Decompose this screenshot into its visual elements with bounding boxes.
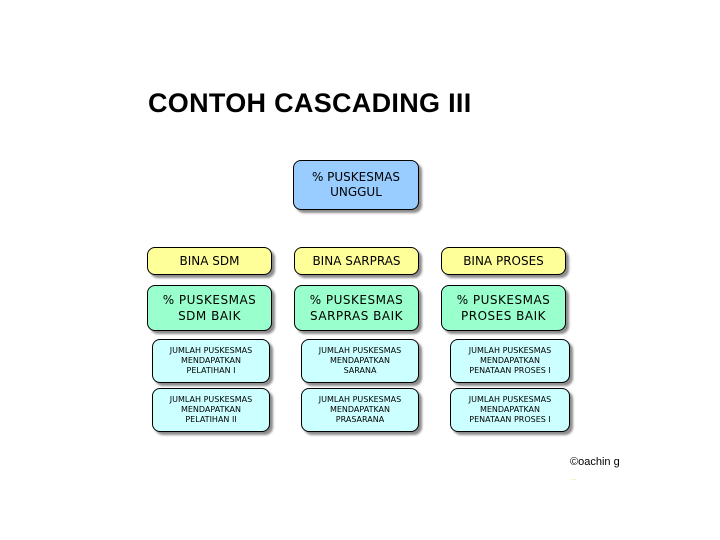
item-line: JUMLAH PUSKESMAS [169, 395, 253, 404]
header-label: BINA SDM [179, 254, 240, 268]
item-line: JUMLAH PUSKESMAS [468, 346, 552, 355]
credit-text: ©oachin g ... [570, 455, 622, 485]
item-line: MENDAPATKAN [329, 356, 391, 365]
item-line: JUMLAH PUSKESMAS [468, 395, 552, 404]
header-bina-sdm: BINA SDM [147, 247, 272, 275]
item-penataan-proses-1: JUMLAH PUSKESMAS MENDAPATKAN PENATAAN PR… [450, 339, 570, 383]
item-line: JUMLAH PUSKESMAS [318, 346, 402, 355]
item-prasarana: JUMLAH PUSKESMAS MENDAPATKAN PRASARANA [301, 388, 419, 432]
item-line: JUMLAH PUSKESMAS [169, 346, 253, 355]
item-line: MENDAPATKAN [180, 356, 242, 365]
header-bina-sarpras: BINA SARPRAS [294, 247, 419, 275]
item-line: PENATAAN PROSES I [469, 415, 551, 424]
item-penataan-proses-2: JUMLAH PUSKESMAS MENDAPATKAN PENATAAN PR… [450, 388, 570, 432]
credit-mark: ... [570, 473, 577, 482]
item-line: PRASARANA [335, 415, 385, 424]
top-goal-box: % PUSKESMAS UNGGUL [293, 160, 419, 210]
credit-label: ©oachin g [570, 456, 620, 468]
header-label: BINA PROSES [463, 254, 544, 268]
header-bina-proses: BINA PROSES [441, 247, 566, 275]
indicator-sarpras-baik: % PUSKESMAS SARPRAS BAIK [294, 285, 419, 331]
item-pelatihan-1: JUMLAH PUSKESMAS MENDAPATKAN PELATIHAN I [152, 339, 270, 383]
top-goal-line-1: % PUSKESMAS [311, 170, 401, 184]
item-pelatihan-2: JUMLAH PUSKESMAS MENDAPATKAN PELATIHAN I… [152, 388, 270, 432]
item-line: JUMLAH PUSKESMAS [318, 395, 402, 404]
header-label: BINA SARPRAS [312, 254, 401, 268]
indicator-sdm-baik: % PUSKESMAS SDM BAIK [147, 285, 272, 331]
indicator-line-1: % PUSKESMAS [456, 293, 551, 307]
item-line: PENATAAN PROSES I [469, 366, 551, 375]
item-line: MENDAPATKAN [180, 405, 242, 414]
item-line: MENDAPATKAN [479, 356, 541, 365]
item-line: MENDAPATKAN [329, 405, 391, 414]
indicator-line-1: % PUSKESMAS [162, 293, 257, 307]
indicator-proses-baik: % PUSKESMAS PROSES BAIK [441, 285, 566, 331]
indicator-line-2: SARPRAS BAIK [310, 309, 403, 323]
item-line: PELATIHAN I [186, 366, 236, 375]
item-line: PELATIHAN II [185, 415, 237, 424]
indicator-line-2: PROSES BAIK [461, 309, 546, 323]
item-line: MENDAPATKAN [479, 405, 541, 414]
slide-title: CONTOH CASCADING III [148, 88, 472, 118]
indicator-line-2: SDM BAIK [178, 309, 241, 323]
top-goal-line-2: UNGGUL [330, 185, 382, 199]
item-line: SARANA [343, 366, 377, 375]
indicator-line-1: % PUSKESMAS [309, 293, 404, 307]
item-sarana: JUMLAH PUSKESMAS MENDAPATKAN SARANA [301, 339, 419, 383]
